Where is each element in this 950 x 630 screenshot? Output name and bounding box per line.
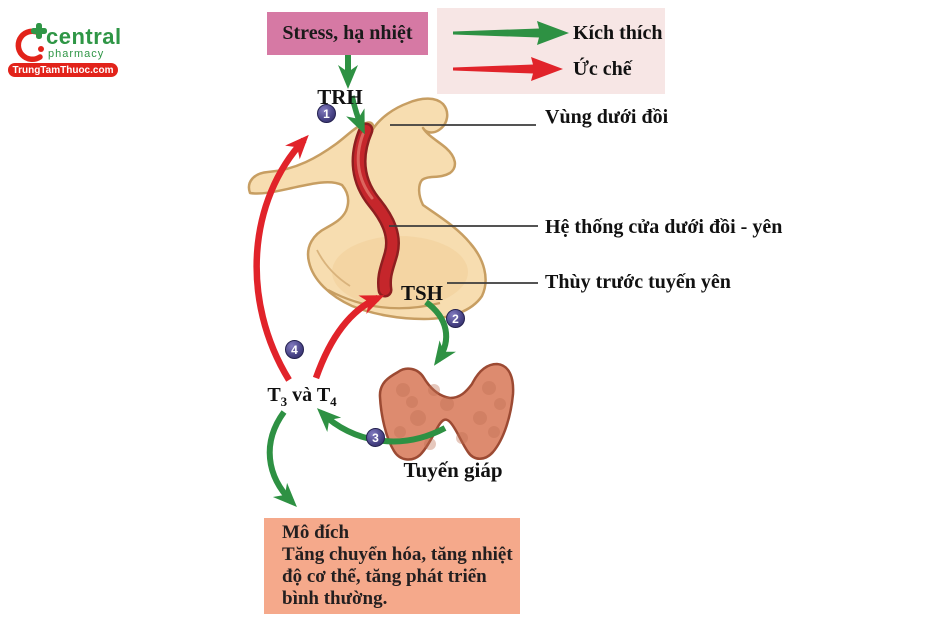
logo-c-icon [15, 23, 47, 62]
step-badge-3: 3 [366, 428, 385, 447]
logo-badge: TrungTamThuoc.com [8, 63, 118, 77]
inhibit-arrow-icon [453, 57, 563, 81]
central-pharmacy-logo: central pharmacy TrungTamThuoc.com [4, 10, 134, 77]
legend-item-stimulate: Kích thích [437, 20, 665, 46]
step-badge-2: 2 [446, 309, 465, 328]
legend-inhibit-label: Ức chế [573, 57, 632, 80]
thyroid-shape [378, 362, 515, 461]
target-tissue-line-2: độ cơ thể, tăng phát triển [282, 566, 487, 587]
annotation-anterior-pituitary-label: Thùy trước tuyến yên [545, 271, 731, 293]
arrow-stimulate-tsh-to-thyroid [424, 299, 456, 366]
arrow-inhibit-t3t4-to-tsh [312, 295, 385, 380]
arrow-inhibit-t3t4-to-trh [253, 134, 309, 382]
brand-subtitle: pharmacy [48, 48, 105, 60]
target-tissue-line-3: bình thường. [282, 588, 388, 609]
step-badge-1: 1 [317, 104, 336, 123]
target-tissue-title: Mô đích [282, 522, 350, 543]
tsh-label: TSH [400, 281, 444, 305]
hypothalamus-pituitary-shape [247, 97, 487, 321]
portal-vessel-highlight [356, 132, 374, 200]
target-tissue-line-1: Tăng chuyển hóa, tăng nhiệt [282, 544, 513, 565]
brand-name: central [46, 24, 122, 49]
pituitary-shading [332, 236, 468, 308]
legend-item-inhibit: Ức chế [437, 56, 665, 82]
annotation-hypothalamus-label: Vùng dưới đồi [545, 106, 669, 128]
legend-stimulate-label: Kích thích [573, 21, 663, 44]
annotation-portal-label: Hệ thống cửa dưới đồi - yên [545, 216, 783, 238]
arrow-stimulate-t3t4-to-target [266, 410, 297, 507]
target-tissue-box: Mô đích Tăng chuyển hóa, tăng nhiệt độ c… [264, 518, 520, 614]
stress-box: Stress, hạ nhiệt [267, 12, 428, 55]
arrow-stimulate-trh-to-hypothalamus [346, 95, 365, 135]
pituitary-crease-small [316, 249, 351, 287]
stimulate-arrow-icon [453, 21, 569, 45]
step-badge-4: 4 [285, 340, 304, 359]
thyroid-texture [394, 381, 506, 450]
logo-plus-icon [31, 23, 47, 39]
thyroid-label: Tuyến giáp [403, 458, 503, 482]
t3-t4-label: T3 và T4 [267, 384, 337, 409]
legend-box: Kích thích Ức chế [437, 8, 665, 94]
